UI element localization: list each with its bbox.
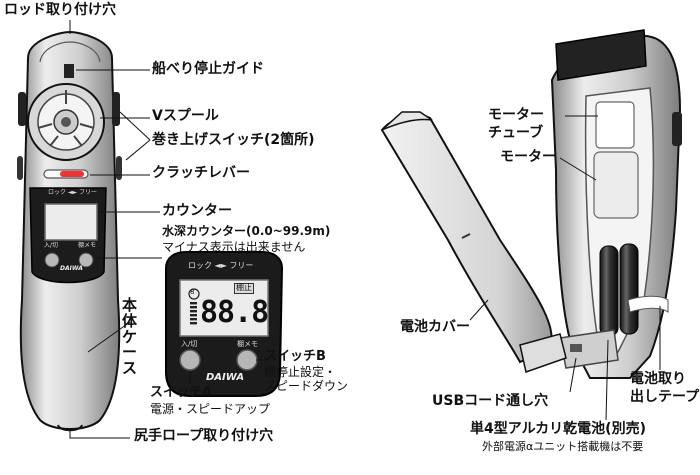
label-motor: モーター (500, 149, 556, 165)
label-guide: 船べり停止ガイド (152, 61, 264, 77)
switch-a-button (179, 349, 201, 371)
display-small-digit: 8 (190, 288, 195, 296)
label-tape-2: 出しテープ (630, 389, 700, 405)
label-switch-b-desc2: スピードダウン (264, 379, 349, 393)
motor-tube-icon (595, 101, 635, 149)
btn-b-small: 棚メモ (78, 242, 97, 249)
label-lanyard-hole: 尻手ロープ取り付け穴 (134, 428, 274, 444)
motor-icon (593, 151, 639, 219)
battery-icon (599, 245, 619, 337)
label-motor-tube-1: モーター (488, 107, 544, 123)
label-body-case: 本体ケース (122, 296, 138, 377)
counter-display (44, 203, 98, 241)
label-winding-switch: 巻き上げスイッチ(2箇所) (152, 132, 315, 148)
label-usb-hole: USBコード通し穴 (432, 393, 549, 409)
label-v-spool: Vスプール (152, 108, 219, 124)
left-winding-switch (18, 92, 26, 126)
label-switch-b: スイッチB (264, 349, 326, 364)
battery-cover (380, 111, 567, 373)
leader-lines (69, 20, 661, 439)
btn-a-small: 入/切 (44, 242, 59, 249)
btn-a-zoom: 入/切 (181, 340, 198, 348)
label-battery-cover: 電池カバー (400, 319, 470, 335)
right-winding-switch (112, 92, 120, 126)
label-switch-a: スイッチA (150, 385, 213, 400)
label-battery-note: 外部電源αユニット搭載機は不要 (482, 440, 644, 453)
label-depth-note: マイナス表示は出来ません (162, 240, 306, 254)
usb-hole-icon (570, 344, 582, 352)
brand-small: DAIWA (60, 265, 83, 272)
label-motor-tube-2: チューブ (488, 125, 544, 141)
lock-free-zoom: ロック ◄► フリー (188, 261, 254, 270)
device-body (17, 30, 122, 432)
label-switch-a-desc: 電源・スピードアップ (150, 402, 271, 416)
display-tag: 棚止 (234, 283, 254, 294)
label-clutch: クラッチレバー (152, 165, 250, 181)
label-depth-counter: 水深カウンター(0.0~99.9m) (162, 224, 331, 238)
lock-free-small: ロック ◄► フリー (48, 189, 98, 196)
switch-a-small (44, 252, 60, 268)
switch-b-small (78, 252, 94, 268)
label-rod-hole: ロッド取り付け穴 (4, 2, 116, 18)
label-tape-1: 電池取り (630, 371, 686, 387)
brand-zoom: DAIWA (206, 372, 245, 383)
label-counter: カウンター (162, 203, 232, 219)
label-battery: 単4型アルカリ乾電池(別売) (470, 421, 646, 437)
display-value: 88.8 (200, 295, 269, 330)
guide-icon (64, 64, 74, 78)
label-switch-b-desc1: 棚停止設定・ (264, 365, 337, 379)
switch-b-button (236, 349, 258, 371)
btn-b-zoom: 棚メモ (237, 340, 258, 348)
open-device (550, 29, 682, 379)
